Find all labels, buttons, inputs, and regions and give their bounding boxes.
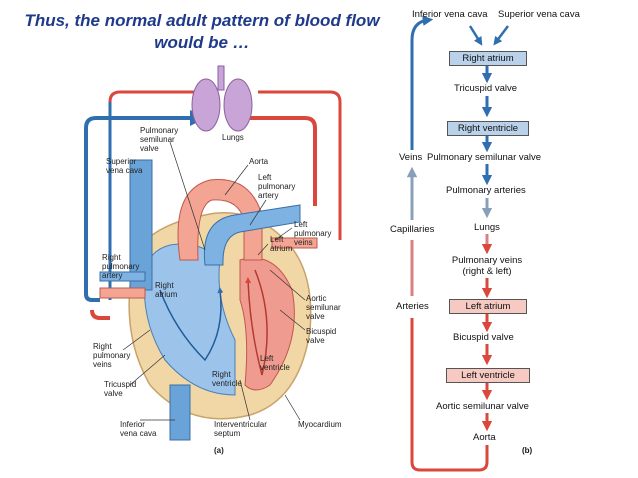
label-bicuspid-valve: Bicuspid valve xyxy=(306,327,337,345)
label-right-atrium: Right atrium xyxy=(155,281,178,299)
blue-flow-arrow xyxy=(159,287,224,362)
label-inferior-vena-cava: Inferior vena cava xyxy=(120,420,157,438)
side-veins: Veins xyxy=(399,152,423,163)
step-pulmonary-veins: Pulmonary veins (right & left) xyxy=(451,255,523,277)
label-right-ventricle: Right ventricle xyxy=(212,370,242,388)
step-left-ventricle: Left ventricle xyxy=(446,368,530,383)
step-lungs: Lungs xyxy=(474,222,500,233)
slide-title: Thus, the normal adult pattern of blood … xyxy=(24,11,380,52)
step-tricuspid-valve: Tricuspid valve xyxy=(454,83,518,94)
label-superior-vena-cava: Superior vena cava xyxy=(106,157,143,175)
step-left-atrium: Left atrium xyxy=(449,299,527,314)
label-right-pulmonary-veins: Right pulmonary veins xyxy=(93,342,131,369)
step-right-atrium: Right atrium xyxy=(449,51,527,66)
left-pulmonary-vein-loop xyxy=(248,116,317,206)
panel-b-label: (b) xyxy=(522,446,533,455)
red-flow-arrow xyxy=(245,269,268,376)
top-loop-right xyxy=(258,90,342,240)
label-aortic-semilunar-valve: Aortic semilunar valve xyxy=(306,294,341,321)
label-right-pulmonary-artery: Right pulmonary artery xyxy=(102,253,140,280)
veins-return xyxy=(410,15,434,150)
step-pulmonary-semilunar-valve: Pulmonary semilunar valve xyxy=(427,152,542,163)
left-pulmonary-veins-vessel xyxy=(271,237,318,249)
label-myocardium: Myocardium xyxy=(298,420,342,429)
leader-lines xyxy=(122,141,306,421)
label-left-pulmonary-veins: Left pulmonary veins xyxy=(294,220,332,247)
label-pulmonary-semilunar-valve: Pulmonary semilunar valve xyxy=(140,126,179,153)
label-left-pulmonary-artery: Left pulmonary artery xyxy=(258,173,296,200)
right-pulmonary-vein-loop xyxy=(90,309,110,320)
flow-superior-vena-cava: Superior vena cava xyxy=(498,9,580,20)
step-bicuspid-valve: Bicuspid valve xyxy=(453,332,514,343)
label-aorta: Aorta xyxy=(249,157,269,166)
right-pulmonary-veins-vessel xyxy=(99,287,146,299)
label-left-atrium: Left atrium xyxy=(270,235,293,253)
arrow-ivc xyxy=(468,25,483,46)
step-aorta: Aorta xyxy=(473,432,496,443)
panel-a-label: (a) xyxy=(214,446,224,455)
step-aortic-semilunar-valve: Aortic semilunar valve xyxy=(436,401,529,412)
label-tricuspid-valve: Tricuspid valve xyxy=(104,380,137,398)
label-lungs: Lungs xyxy=(222,133,244,142)
label-interventricular-septum: Interventricular septum xyxy=(214,420,267,438)
step-pulmonary-arteries: Pulmonary arteries xyxy=(446,185,526,196)
systemic-loop-red xyxy=(410,318,489,472)
inferior-vena-cava-vessel xyxy=(169,384,191,441)
lungs-graphic xyxy=(191,65,253,132)
label-left-ventricle: Left ventricle xyxy=(260,354,290,372)
right-pulmonary-artery-vessel xyxy=(99,271,146,282)
arrow-svc xyxy=(493,25,509,46)
right-pulmonary-artery-loop xyxy=(84,116,190,302)
step-right-ventricle: Right ventricle xyxy=(447,121,529,136)
side-capillaries: Capillaries xyxy=(390,224,435,235)
side-arteries: Arteries xyxy=(396,301,429,312)
right-heart-chambers xyxy=(143,243,236,396)
flow-inferior-vena-cava: Inferior vena cava xyxy=(412,9,488,20)
top-loop-left xyxy=(108,90,196,103)
aorta-vessel xyxy=(177,178,263,261)
pulmonary-trunk-vessel xyxy=(203,204,301,266)
